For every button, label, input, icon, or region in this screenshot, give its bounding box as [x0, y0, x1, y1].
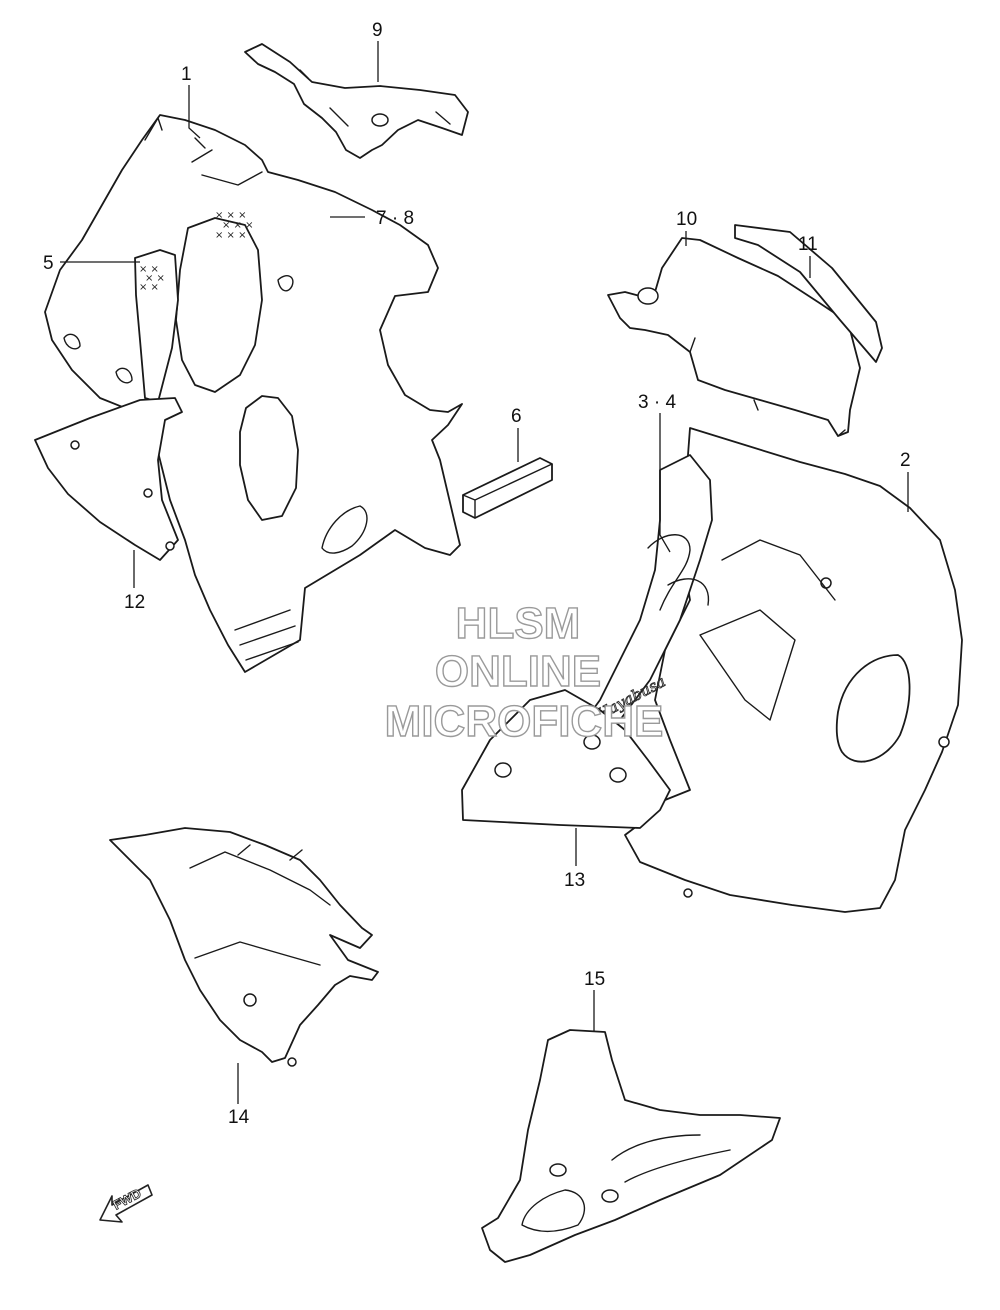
part-1-inner-fairing[interactable] [44, 114, 463, 673]
callout-9: 9 [372, 20, 383, 41]
svg-text:× × ×: × × × [222, 220, 254, 231]
part-13-lower-fairing[interactable] [461, 689, 671, 829]
svg-text:× × ×: × × × [215, 230, 247, 241]
callout-6: 6 [511, 406, 522, 427]
leader-lines [60, 41, 909, 1104]
callout-12: 12 [124, 592, 145, 613]
watermark-line-1: HLSM [456, 599, 581, 648]
callout-labels: 1 2 3 · 4 5 6 7 · 8 9 10 11 12 13 14 15 [43, 20, 911, 1128]
fwd-arrow-icon: FWD [99, 1184, 153, 1223]
part-15-under-cowl[interactable] [481, 1029, 781, 1263]
part-12-side-panel[interactable] [34, 397, 183, 561]
callout-2: 2 [900, 450, 911, 471]
watermark-line-3: MICROFICHE [385, 697, 664, 746]
part-9-bracket[interactable] [244, 43, 469, 159]
callout-14: 14 [228, 1107, 250, 1128]
watermark: HLSM ONLINE MICROFICHE [384, 598, 664, 746]
callout-10: 10 [676, 209, 697, 230]
part-14-lower-cowl[interactable] [109, 827, 379, 1067]
callout-11: 11 [798, 234, 818, 255]
part-7-8-label-marks: × × × × × × × × × [215, 210, 254, 241]
callout-13: 13 [564, 870, 585, 891]
svg-text:× × ×: × × × [215, 210, 247, 221]
part-11-strip[interactable] [734, 224, 883, 363]
watermark-line-2: ONLINE [435, 647, 601, 696]
callout-1: 1 [181, 64, 192, 85]
callout-7-8: 7 · 8 [376, 208, 414, 229]
part-5-patch[interactable]: × × × × × × [134, 249, 179, 403]
part-6-block[interactable] [462, 457, 553, 519]
svg-text:× ×: × × [145, 273, 165, 284]
svg-text:× ×: × × [139, 282, 159, 293]
callout-15: 15 [584, 969, 605, 990]
part-2-front-cowl[interactable] [624, 427, 963, 913]
callout-3-4: 3 · 4 [638, 392, 676, 413]
callout-5: 5 [43, 253, 54, 274]
part-10-upper-cover[interactable] [607, 237, 861, 437]
svg-text:× ×: × × [139, 264, 159, 275]
